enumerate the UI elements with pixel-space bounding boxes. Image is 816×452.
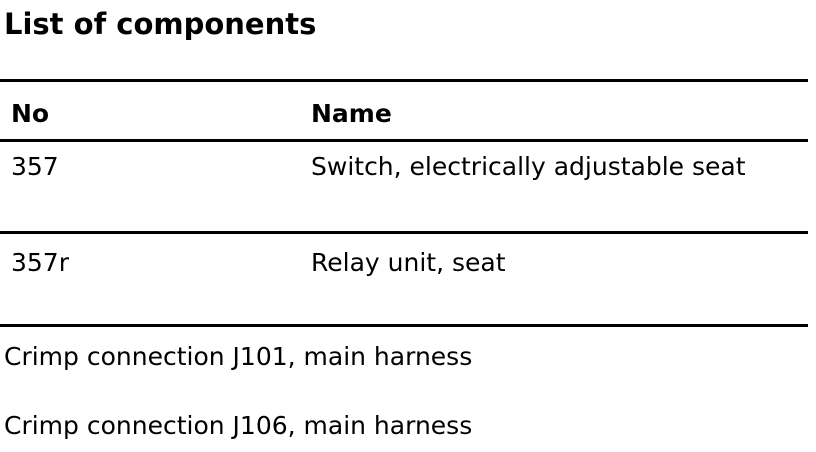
table-row-1-name: Switch, electrically adjustable seat	[311, 152, 746, 181]
table-bottom-rule	[0, 324, 808, 327]
page-title: List of components	[4, 7, 317, 41]
row-1-rule	[0, 231, 808, 234]
column-header-name: Name	[311, 99, 392, 128]
note-crimp-j106: Crimp connection J106, main harness	[4, 411, 473, 440]
table-row-2-no: 357r	[11, 248, 69, 277]
table-row-1-no: 357	[11, 152, 59, 181]
column-header-no: No	[11, 99, 50, 128]
note-crimp-j101: Crimp connection J101, main harness	[4, 342, 473, 371]
header-rule	[0, 139, 808, 142]
table-top-rule	[0, 79, 808, 82]
table-row-2-name: Relay unit, seat	[311, 248, 506, 277]
